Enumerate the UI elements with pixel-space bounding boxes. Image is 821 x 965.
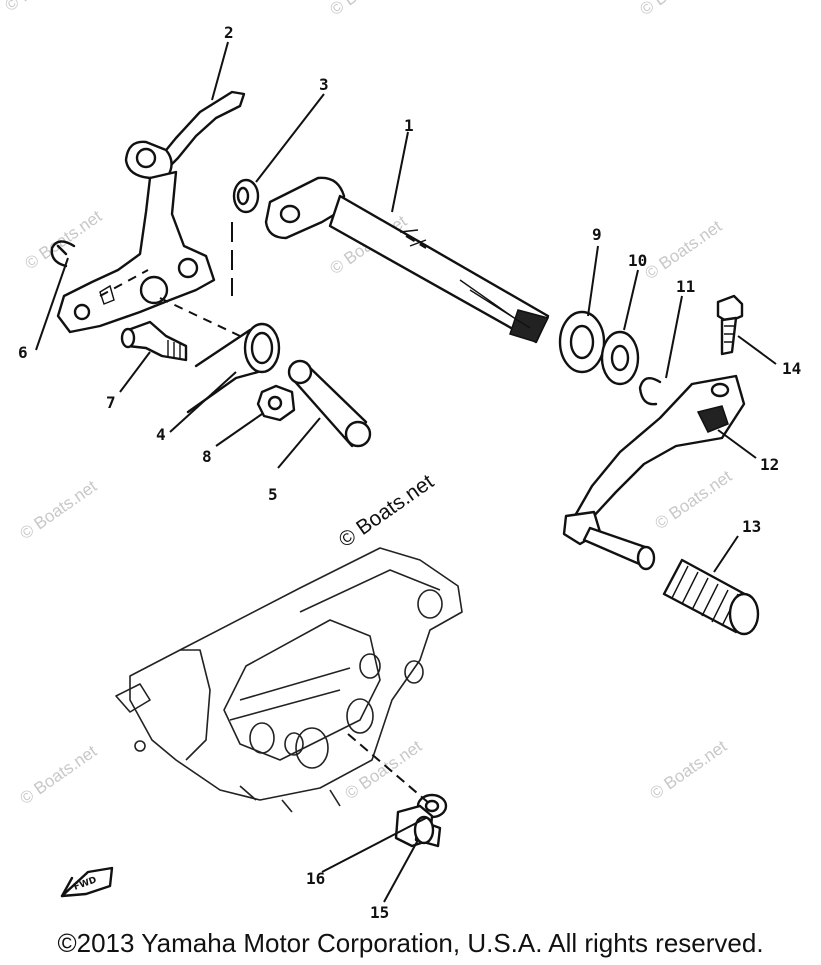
watermark: © Boats.net: [16, 476, 100, 543]
callout-3: 3: [319, 75, 329, 94]
pedal-rubber-part: [662, 558, 760, 636]
engine-case-drawing: [115, 547, 463, 813]
shaft-circlip-part: [638, 376, 662, 406]
shift-arm-part: [56, 90, 246, 334]
callout-labels: 1 2 3 4 5 6 7 8 9 10 11 12 13 14 15 16: [18, 23, 801, 922]
watermark: © Boats.net: [636, 0, 720, 19]
watermark: © Boats.net: [16, 741, 100, 808]
roller-pin-part: [287, 359, 372, 448]
exploded-parts-diagram: © Boats.net © Boats.net © Boats.net © Bo…: [1, 0, 801, 922]
callout-5: 5: [268, 485, 278, 504]
callout-13: 13: [742, 517, 761, 536]
watermark-main: © Boats.net: [335, 470, 438, 552]
drain-bolt-part: [394, 804, 442, 848]
callout-12: 12: [760, 455, 779, 474]
watermark: © Boats.net: [1, 0, 85, 15]
circlip-part: [50, 240, 76, 268]
pedal-bolt-part: [716, 294, 744, 356]
collar-part: [232, 178, 260, 214]
watermark: © Boats.net: [21, 206, 105, 273]
callout-11: 11: [676, 277, 695, 296]
callout-16: 16: [306, 869, 325, 888]
callout-6: 6: [18, 343, 28, 362]
callout-2: 2: [224, 23, 234, 42]
callout-1: 1: [404, 116, 414, 135]
copyright-footer: ©2013 Yamaha Motor Corporation, U.S.A. A…: [57, 928, 764, 958]
watermark: © Boats.net: [326, 0, 410, 19]
nut-part: [256, 384, 296, 422]
callout-7: 7: [106, 393, 116, 412]
callout-8: 8: [202, 447, 212, 466]
shift-shaft-part: [264, 176, 550, 344]
oil-seal-part: [558, 310, 606, 374]
callout-9: 9: [592, 225, 602, 244]
shift-pedal-part: [562, 374, 746, 571]
bolt-part: [120, 320, 188, 362]
callout-10: 10: [628, 251, 647, 270]
watermark: © Boats.net: [646, 736, 730, 803]
callout-15: 15: [370, 903, 389, 922]
washer-part: [600, 330, 640, 386]
callout-14: 14: [782, 359, 801, 378]
forward-arrow-icon: FWD: [60, 866, 114, 898]
watermark: © Boats.net: [651, 466, 735, 533]
watermark: © Boats.net: [641, 216, 725, 283]
callout-4: 4: [156, 425, 166, 444]
leader-lines: [35, 41, 777, 903]
